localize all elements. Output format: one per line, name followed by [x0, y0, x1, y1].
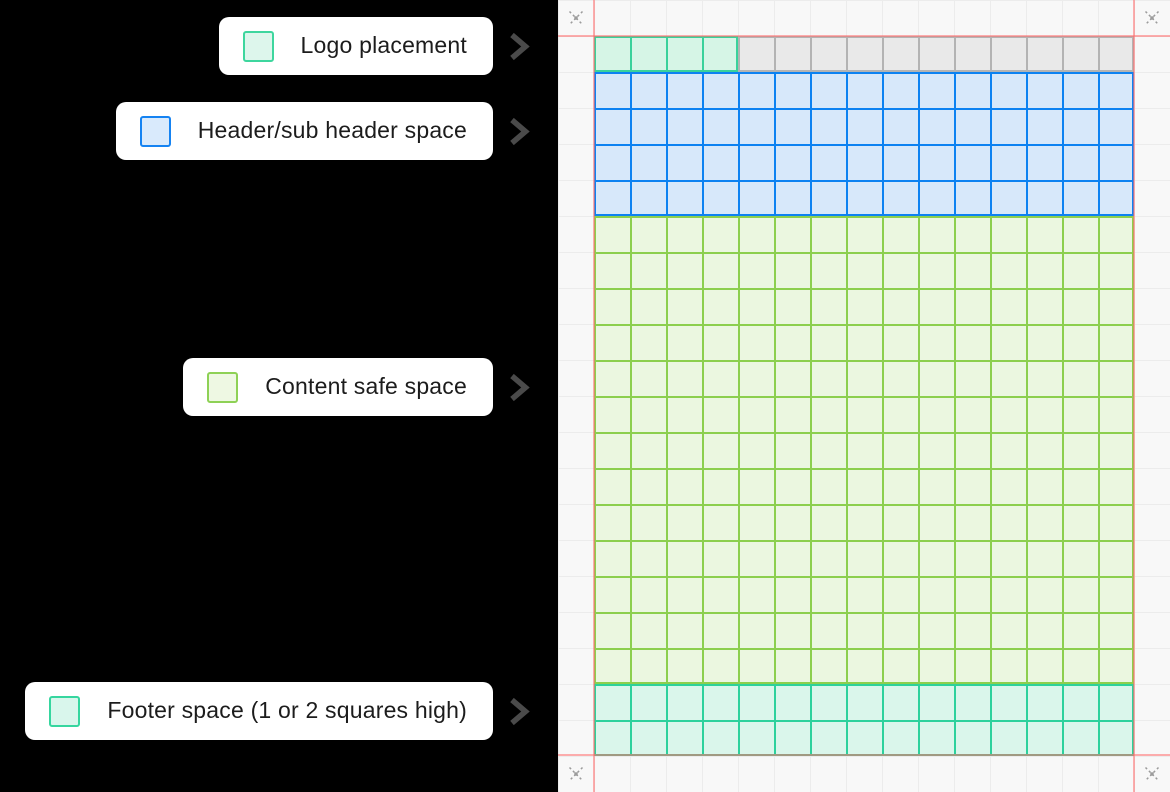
content-swatch [207, 371, 239, 403]
legend-item-header-space[interactable]: Header/sub header space [115, 102, 531, 160]
margin-line-top [558, 35, 1170, 37]
legend-label: Logo placement [300, 31, 467, 58]
chevron-right-icon[interactable] [506, 30, 531, 63]
legend-pill: Content safe space [183, 358, 493, 416]
zone-content-safe-space [594, 216, 1134, 684]
legend-item-content-safe-space[interactable]: Content safe space [183, 358, 531, 416]
zone-logo-placement [594, 36, 738, 72]
legend-pill: Logo placement [218, 17, 493, 75]
crosshair-corner-icon [1144, 10, 1160, 26]
margin-line-left [593, 0, 595, 792]
legend-pill: Footer space (1 or 2 squares high) [25, 682, 493, 740]
legend-label: Content safe space [265, 372, 467, 399]
margin-line-bottom [558, 754, 1170, 756]
logo-swatch [242, 30, 274, 62]
footer-swatch [49, 695, 81, 727]
chevron-right-icon[interactable] [506, 115, 531, 148]
margin-line-right [1133, 0, 1135, 792]
legend-label: Header/sub header space [197, 116, 467, 143]
legend-item-footer-space[interactable]: Footer space (1 or 2 squares high) [25, 682, 531, 740]
crosshair-corner-icon [568, 766, 584, 782]
chevron-right-icon[interactable] [506, 371, 531, 404]
zone-footer-space [594, 684, 1134, 756]
crosshair-corner-icon [1144, 766, 1160, 782]
grid-canvas [558, 0, 1170, 792]
legend-item-logo-placement[interactable]: Logo placement [218, 17, 531, 75]
header-swatch [139, 115, 171, 147]
chevron-right-icon[interactable] [506, 695, 531, 728]
zone-top-unused [738, 36, 1134, 72]
crosshair-corner-icon [568, 10, 584, 26]
legend-pill: Header/sub header space [115, 102, 493, 160]
legend-label: Footer space (1 or 2 squares high) [107, 696, 467, 723]
legend-panel: Logo placement Header/sub header space C… [0, 0, 558, 792]
zone-header-space [594, 72, 1134, 216]
